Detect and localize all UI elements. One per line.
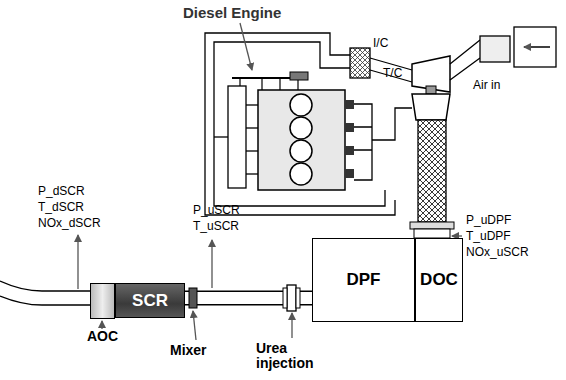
part-label: I/C xyxy=(373,36,388,50)
signal-name: T_uDPF xyxy=(466,229,511,243)
node-text: DPF xyxy=(347,270,381,290)
signal-name: T_uSCR xyxy=(193,219,239,233)
signal-name: P_uSCR xyxy=(193,203,240,217)
signal-name: P_uDPF xyxy=(466,213,511,227)
signal-name: NOx_uSCR xyxy=(466,245,529,259)
part-label: Urea injection xyxy=(256,341,336,371)
aoc-box: AOC xyxy=(90,283,115,319)
signal-name: P_dSCR xyxy=(38,184,85,198)
part-label: Air in xyxy=(473,78,500,92)
node-text: DOC xyxy=(420,270,458,290)
dpf-box: DPF xyxy=(312,238,415,322)
node-text: SCR xyxy=(132,291,168,311)
signal-name: T_dSCR xyxy=(38,200,84,214)
node-text: AOC xyxy=(87,328,118,344)
engine-title: Diesel Engine xyxy=(183,4,281,21)
doc-box: DOC xyxy=(415,238,463,322)
signal-name: NOx_dSCR xyxy=(38,216,101,230)
scr-box: SCR xyxy=(115,283,185,318)
part-label: Mixer xyxy=(170,343,207,358)
part-label: T/C xyxy=(383,66,402,80)
